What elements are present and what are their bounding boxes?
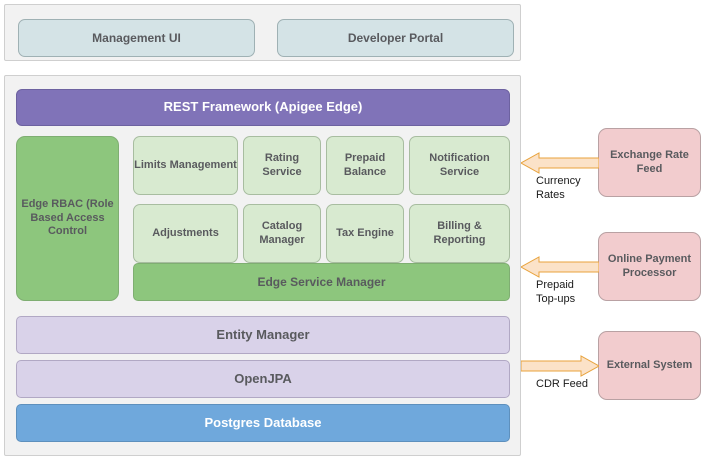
layer-edge-service-manager[interactable]: Edge Service Manager (133, 263, 510, 301)
service-box-prepaid-balance[interactable]: Prepaid Balance (326, 136, 404, 195)
service-box-catalog-manager[interactable]: Catalog Manager (243, 204, 321, 263)
service-box-notification-service[interactable]: Notification Service (409, 136, 510, 195)
client-box-developer-portal[interactable]: Developer Portal (277, 19, 514, 57)
arrow-left-prepaid-topups (521, 256, 599, 278)
layer-rest-framework[interactable]: REST Framework (Apigee Edge) (16, 89, 510, 126)
service-box-tax-engine[interactable]: Tax Engine (326, 204, 404, 263)
arrow-left-currency-rates (521, 152, 599, 174)
flow-label-prepaid-topups: Prepaid Top-ups (536, 279, 576, 306)
flow-label-currency-rates: Currency Rates (536, 175, 581, 202)
client-box-management-ui[interactable]: Management UI (18, 19, 255, 57)
layer-openjpa[interactable]: OpenJPA (16, 360, 510, 398)
layer-entity-manager[interactable]: Entity Manager (16, 316, 510, 354)
service-box-limits-management[interactable]: Limits Management (133, 136, 238, 195)
external-system-online-payment-processor[interactable]: Online Payment Processor (598, 232, 701, 301)
client-layer-panel: Management UI Developer Portal (4, 4, 521, 61)
flow-label-cdr-feed: CDR Feed (536, 378, 588, 390)
service-box-billing-and-reporting[interactable]: Billing & Reporting (409, 204, 510, 263)
external-system-generic[interactable]: External System (598, 331, 701, 400)
service-box-rating-service[interactable]: Rating Service (243, 136, 321, 195)
arrow-right-cdr-feed (521, 355, 599, 377)
component-edge-rbac[interactable]: Edge RBAC (Role Based Access Control (16, 136, 119, 301)
external-system-exchange-rate-feed[interactable]: Exchange Rate Feed (598, 128, 701, 197)
service-box-adjustments[interactable]: Adjustments (133, 204, 238, 263)
layer-postgres-database[interactable]: Postgres Database (16, 404, 510, 442)
